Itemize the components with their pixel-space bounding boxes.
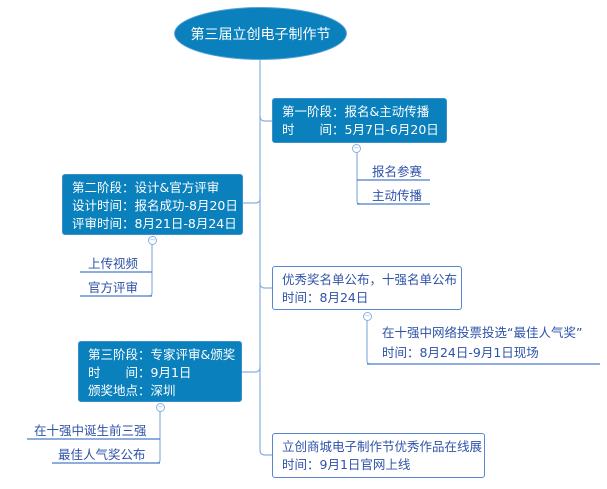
list-item[interactable]: 上传视频: [88, 256, 139, 271]
branch-stage3: [156, 411, 161, 464]
announce-time: 时间：8月24日: [282, 290, 369, 305]
connector-stage1: [259, 115, 272, 122]
exhibit-node[interactable]: 立创商城电子制作节优秀作品在线展 时间：9月1日官网上线: [272, 433, 485, 478]
connector-stage3: [242, 366, 261, 373]
connector-stage2: [243, 198, 261, 204]
branch-stage1: [356, 151, 361, 205]
stage3-location: 颁奖地点：深圳: [88, 383, 176, 398]
list-item[interactable]: 主动传播: [372, 188, 423, 203]
announce-title: 优秀奖名单公布，十强名单公布: [282, 272, 458, 287]
branch-announce: [366, 319, 371, 365]
list-item[interactable]: 官方评审: [88, 280, 139, 295]
stage1-node[interactable]: 第一阶段：报名&主动传播 时 间：5月7日-6月20日: [272, 98, 447, 143]
stage2-node[interactable]: 第二阶段：设计&官方评审 设计时间：报名成功-8月20日 评审时间：8月21日-…: [62, 174, 243, 235]
vote-title: 在十强中网络投票投选“最佳人气奖”: [382, 325, 583, 340]
collapse-icon[interactable]: −: [148, 236, 157, 245]
list-item[interactable]: 最佳人气奖公布: [58, 447, 146, 462]
stage1-time: 时 间：5月7日-6月20日: [282, 122, 439, 137]
branch-stage2: [148, 244, 153, 297]
root-title: 第三届立创电子制作节: [190, 26, 331, 43]
stage1-title: 第一阶段：报名&主动传播: [282, 104, 430, 119]
root-node[interactable]: 第三届立创电子制作节: [174, 7, 347, 60]
collapse-icon[interactable]: −: [156, 403, 165, 412]
collapse-icon[interactable]: −: [352, 144, 361, 153]
announce-node[interactable]: 优秀奖名单公布，十强名单公布 时间：8月24日: [272, 266, 462, 310]
list-item[interactable]: 报名参赛: [372, 164, 423, 179]
vote-time: 时间：8月24日-9月1日现场: [382, 345, 539, 360]
stage3-title: 第三阶段：专家评审&颁奖: [88, 347, 236, 362]
list-item[interactable]: 在十强中网络投票投选“最佳人气奖” 时间：8月24日-9月1日现场: [382, 323, 582, 363]
exhibit-time: 时间：9月1日官网上线: [282, 457, 411, 472]
trunk-line: [259, 60, 272, 456]
stage2-review-time: 评审时间：8月21日-8月24日: [72, 216, 237, 231]
exhibit-title: 立创商城电子制作节优秀作品在线展: [282, 439, 483, 454]
stage2-title: 第二阶段：设计&官方评审: [72, 180, 220, 195]
stage3-node[interactable]: 第三阶段：专家评审&颁奖 时 间：9月1日 颁奖地点：深圳: [78, 341, 242, 402]
stage2-design-time: 设计时间：报名成功-8月20日: [72, 198, 238, 213]
stage3-time: 时 间：9月1日: [88, 365, 192, 380]
connector-announce: [259, 282, 272, 289]
collapse-icon[interactable]: −: [363, 312, 372, 321]
list-item[interactable]: 在十强中诞生前三强: [34, 423, 147, 438]
